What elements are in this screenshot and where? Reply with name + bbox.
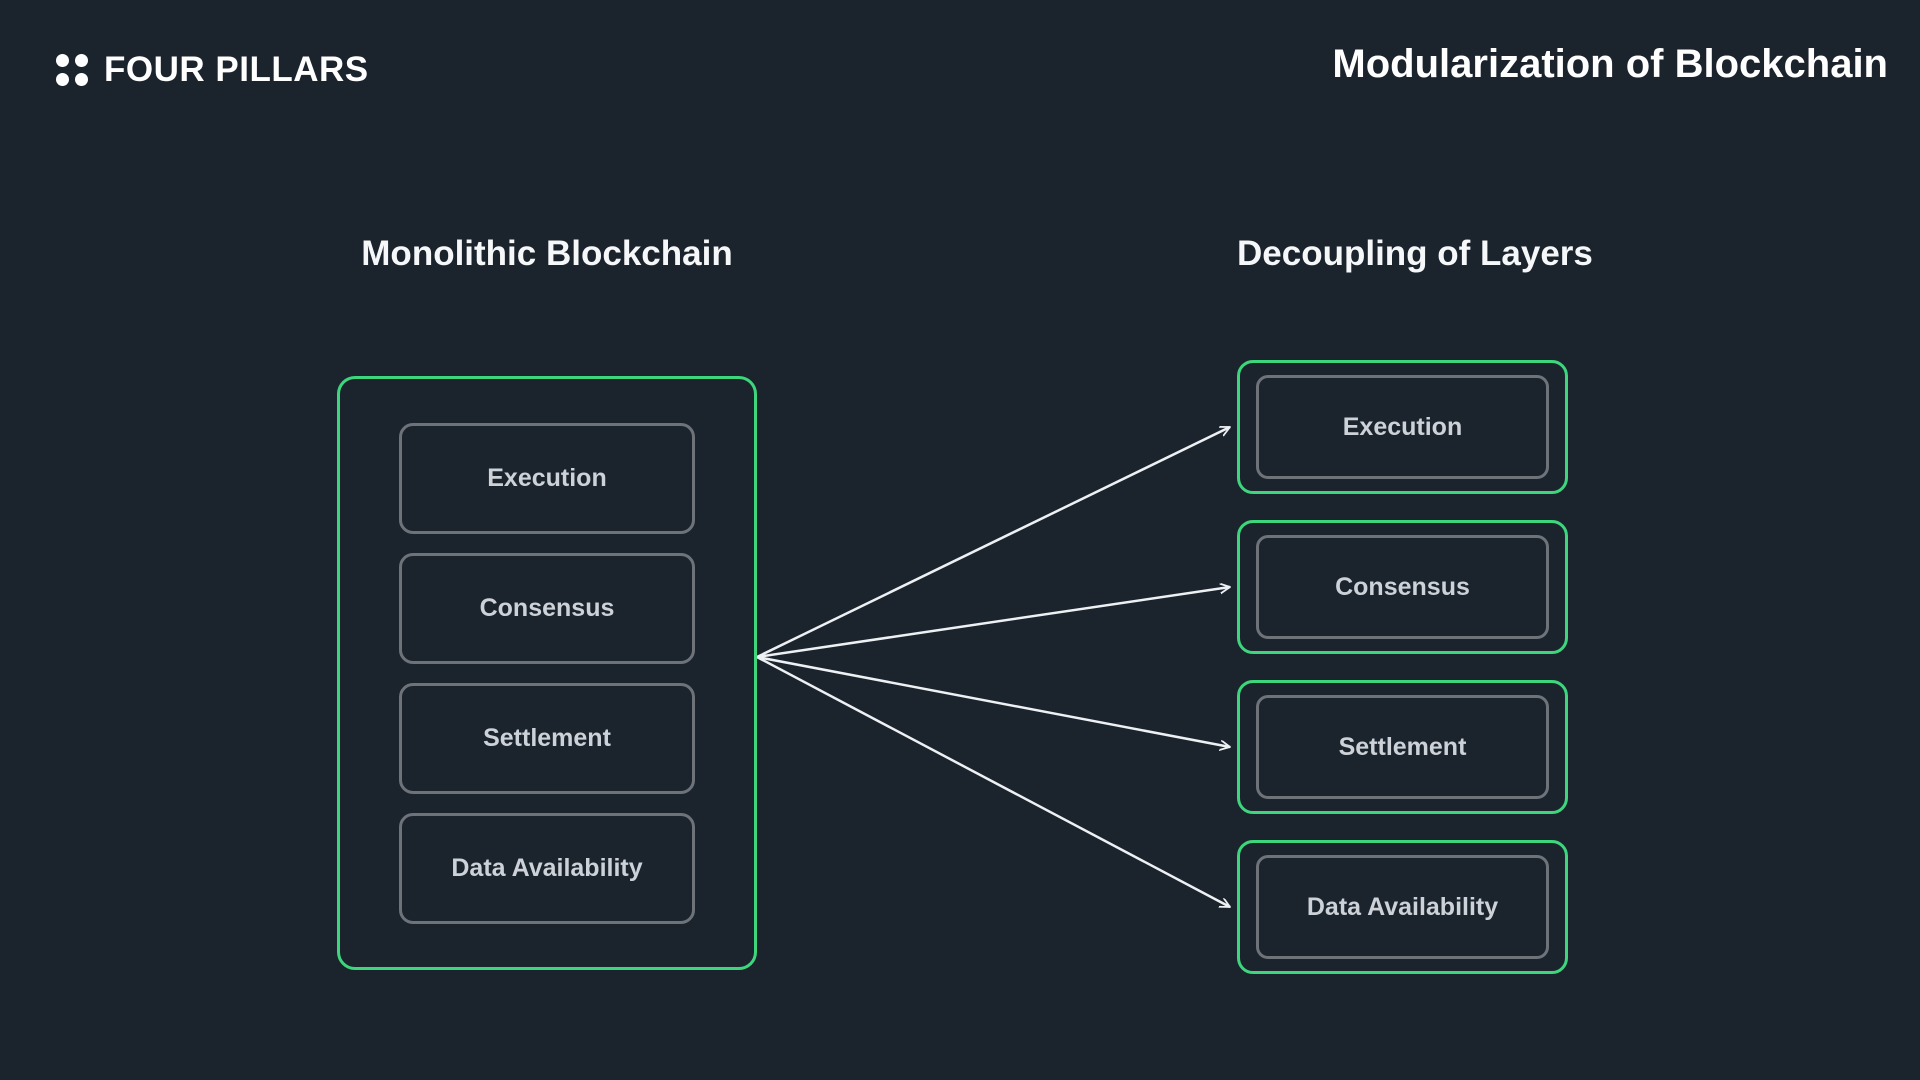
modular-box-consensus: Consensus xyxy=(1237,520,1568,654)
modular-box-execution: Execution xyxy=(1237,360,1568,494)
modular-box-execution-inner: Execution xyxy=(1256,375,1549,479)
mono-layer-data-availability: Data Availability xyxy=(399,812,695,924)
modular-box-data-availability: Data Availability xyxy=(1237,840,1568,974)
mono-layer-execution-label: Execution xyxy=(487,463,607,492)
brand: FOUR PILLARS xyxy=(56,50,369,90)
mono-layer-settlement-label: Settlement xyxy=(483,723,611,752)
monolithic-heading: Monolithic Blockchain xyxy=(361,234,733,273)
mono-layer-execution: Execution xyxy=(399,422,695,534)
monolithic-blockchain-box: Execution Consensus Settlement Data Avai… xyxy=(337,376,757,970)
decoupling-heading: Decoupling of Layers xyxy=(1237,234,1593,273)
mono-layer-consensus-label: Consensus xyxy=(479,593,615,622)
modular-execution-label: Execution xyxy=(1342,412,1463,441)
decoupled-layers-column: Execution Consensus Settlement Data Avai… xyxy=(1237,360,1568,974)
brand-name: FOUR PILLARS xyxy=(104,50,369,89)
modular-box-data-availability-inner: Data Availability xyxy=(1256,855,1549,959)
page-title: Modularization of Blockchain xyxy=(1332,42,1888,86)
modular-settlement-label: Settlement xyxy=(1338,732,1467,761)
modular-box-settlement-inner: Settlement xyxy=(1256,695,1549,799)
mono-layer-settlement: Settlement xyxy=(399,682,695,794)
mono-layer-data-availability-label: Data Availability xyxy=(451,853,643,882)
modular-data-availability-label: Data Availability xyxy=(1306,892,1499,921)
modular-box-consensus-inner: Consensus xyxy=(1256,535,1549,639)
mono-layer-consensus: Consensus xyxy=(399,552,695,664)
modular-box-settlement: Settlement xyxy=(1237,680,1568,814)
modular-consensus-label: Consensus xyxy=(1335,572,1470,601)
four-pillars-logo-icon xyxy=(56,54,88,86)
